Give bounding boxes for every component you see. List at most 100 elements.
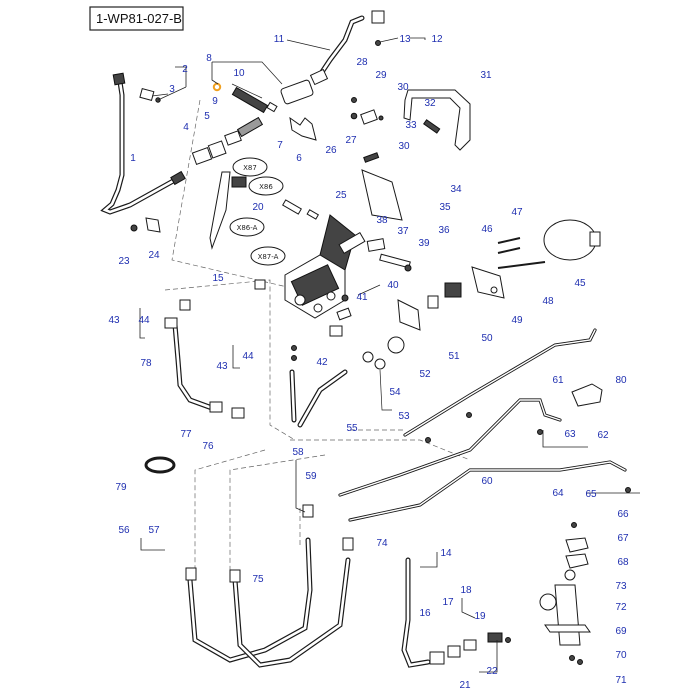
callout-12[interactable]: 12 — [431, 34, 443, 45]
callout-54[interactable]: 54 — [389, 387, 401, 398]
callout-67[interactable]: 67 — [617, 533, 629, 544]
diagram-id-tag: 1-WP81-027-B — [89, 6, 184, 31]
callout-46[interactable]: 46 — [481, 224, 493, 235]
callout-7[interactable]: 7 — [277, 140, 283, 151]
callout-43b[interactable]: 43 — [216, 361, 228, 372]
callout-45[interactable]: 45 — [574, 278, 586, 289]
callout-23[interactable]: 23 — [118, 256, 130, 267]
callout-labels: 1 2 3 4 5 6 7 8 9 10 11 12 13 14 15 16 1… — [108, 34, 629, 691]
fittings-40-42 — [329, 294, 352, 337]
callout-52[interactable]: 52 — [419, 369, 431, 380]
callout-21[interactable]: 21 — [459, 680, 471, 691]
callout-37[interactable]: 37 — [397, 226, 409, 237]
callout-1[interactable]: 1 — [130, 153, 136, 164]
brackets-48-51 — [387, 266, 505, 354]
callout-72[interactable]: 72 — [615, 602, 627, 613]
callout-41[interactable]: 41 — [356, 292, 368, 303]
callout-34[interactable]: 34 — [450, 184, 462, 195]
callout-75[interactable]: 75 — [252, 574, 264, 585]
callout-30a[interactable]: 30 — [397, 82, 409, 93]
callout-15[interactable]: 15 — [212, 273, 224, 284]
callout-3[interactable]: 3 — [169, 84, 175, 95]
callout-70[interactable]: 70 — [615, 650, 627, 661]
callout-32[interactable]: 32 — [424, 98, 436, 109]
callout-39[interactable]: 39 — [418, 238, 430, 249]
bracket-26 — [289, 116, 317, 141]
callout-59[interactable]: 59 — [305, 471, 317, 482]
callout-26[interactable]: 26 — [325, 145, 337, 156]
callout-48[interactable]: 48 — [542, 296, 554, 307]
callout-30b[interactable]: 30 — [398, 141, 410, 152]
callout-8[interactable]: 8 — [206, 53, 212, 64]
callout-13[interactable]: 13 — [399, 34, 411, 45]
connector-tag-x86a: X86-A — [237, 224, 258, 232]
callout-20[interactable]: 20 — [252, 202, 264, 213]
callout-44b[interactable]: 44 — [242, 351, 254, 362]
callout-28[interactable]: 28 — [356, 57, 368, 68]
callout-71[interactable]: 71 — [615, 675, 627, 686]
callout-16[interactable]: 16 — [419, 608, 431, 619]
callout-76[interactable]: 76 — [202, 441, 214, 452]
callout-65[interactable]: 65 — [585, 489, 597, 500]
hose-78 — [164, 299, 245, 419]
callout-51[interactable]: 51 — [448, 351, 460, 362]
callout-31[interactable]: 31 — [480, 70, 492, 81]
callout-25[interactable]: 25 — [335, 190, 347, 201]
callout-24[interactable]: 24 — [148, 250, 160, 261]
callout-80[interactable]: 80 — [615, 375, 627, 386]
callout-78[interactable]: 78 — [140, 358, 152, 369]
callout-38[interactable]: 38 — [376, 215, 388, 226]
callout-50[interactable]: 50 — [481, 333, 493, 344]
callout-44a[interactable]: 44 — [138, 315, 150, 326]
callout-22[interactable]: 22 — [486, 666, 498, 677]
callout-61[interactable]: 61 — [552, 375, 564, 386]
callout-42[interactable]: 42 — [316, 357, 328, 368]
callout-5[interactable]: 5 — [204, 111, 210, 122]
callout-10[interactable]: 10 — [233, 68, 245, 79]
hardware-66-73 — [539, 522, 591, 665]
callout-43a[interactable]: 43 — [108, 315, 120, 326]
reference-lines — [164, 99, 471, 580]
callout-33[interactable]: 33 — [405, 120, 417, 131]
callout-11[interactable]: 11 — [274, 34, 285, 45]
hoses-74-75 — [185, 504, 354, 668]
upper-center-hardware — [350, 89, 471, 163]
callout-19[interactable]: 19 — [474, 611, 486, 622]
callout-56[interactable]: 56 — [118, 525, 130, 536]
callout-49[interactable]: 49 — [511, 315, 523, 326]
callout-55[interactable]: 55 — [346, 423, 358, 434]
callout-35[interactable]: 35 — [439, 202, 451, 213]
callout-9[interactable]: 9 — [212, 96, 218, 107]
pins-20 — [282, 199, 320, 220]
fittings-upper-left — [139, 82, 278, 166]
callout-4[interactable]: 4 — [183, 122, 189, 133]
diagram-id-text: 1-WP81-027-B — [96, 11, 182, 26]
callout-63[interactable]: 63 — [564, 429, 576, 440]
callout-18[interactable]: 18 — [460, 585, 472, 596]
callout-60[interactable]: 60 — [481, 476, 493, 487]
callout-79[interactable]: 79 — [115, 482, 127, 493]
callout-69[interactable]: 69 — [615, 626, 627, 637]
callout-53[interactable]: 53 — [398, 411, 410, 422]
callout-74[interactable]: 74 — [376, 538, 388, 549]
callout-77[interactable]: 77 — [180, 429, 192, 440]
callout-6[interactable]: 6 — [296, 153, 302, 164]
misc-left-parts — [130, 217, 266, 290]
callout-36[interactable]: 36 — [438, 225, 450, 236]
callout-2[interactable]: 2 — [182, 64, 188, 75]
callout-40[interactable]: 40 — [387, 280, 399, 291]
callout-64[interactable]: 64 — [552, 488, 564, 499]
callout-68[interactable]: 68 — [617, 557, 629, 568]
pins-37-39 — [366, 238, 412, 272]
callout-29[interactable]: 29 — [375, 70, 387, 81]
callout-73[interactable]: 73 — [615, 581, 627, 592]
callout-58[interactable]: 58 — [292, 447, 304, 458]
callout-62[interactable]: 62 — [597, 430, 609, 441]
hose-11 — [280, 10, 385, 105]
callout-14[interactable]: 14 — [440, 548, 452, 559]
callout-57[interactable]: 57 — [148, 525, 160, 536]
callout-27[interactable]: 27 — [345, 135, 357, 146]
callout-17[interactable]: 17 — [442, 597, 454, 608]
callout-66[interactable]: 66 — [617, 509, 629, 520]
callout-47[interactable]: 47 — [511, 207, 523, 218]
